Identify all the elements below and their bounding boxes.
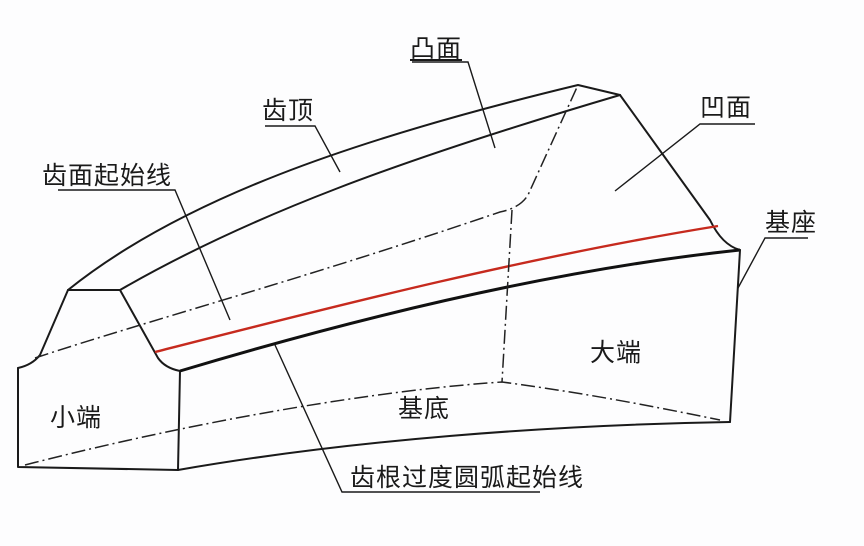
hidden-edge-base	[24, 381, 721, 466]
root-edge	[179, 248, 741, 373]
base-bottom-edge	[177, 421, 731, 471]
label-base-seat: 基座	[765, 208, 818, 237]
leader-base-seat	[737, 237, 808, 289]
root-fillet-start-line	[154, 224, 719, 354]
small-end-right-flank	[119, 289, 181, 372]
label-convex-face: 凸面	[410, 34, 463, 63]
hidden-edge-vertical	[501, 209, 513, 383]
large-end-flank	[619, 94, 741, 251]
leader-tooth-face-start	[58, 189, 231, 321]
label-concave-face: 凹面	[700, 93, 753, 122]
leader-convex-face	[412, 61, 496, 149]
label-tooth-face-start-line: 齿面起始线	[42, 161, 173, 190]
leader-tooth-top	[265, 125, 341, 173]
tooth-top-inner-edge	[119, 94, 621, 291]
label-root-fillet-start-line: 齿根过度圆弧起始线	[350, 463, 585, 492]
small-end-face	[17, 367, 181, 471]
tooth-top-outer-edge	[67, 84, 621, 291]
leader-concave-face	[614, 123, 755, 192]
label-small-end: 小端	[50, 403, 103, 432]
label-base-bottom: 基底	[398, 394, 451, 423]
hidden-edge-upper	[34, 84, 579, 359]
label-tooth-top: 齿顶	[262, 96, 315, 125]
small-end-left-flank	[17, 289, 69, 369]
leader-root-fillet	[274, 344, 540, 493]
base-seat-edge	[729, 249, 741, 423]
label-large-end: 大端	[590, 338, 643, 367]
